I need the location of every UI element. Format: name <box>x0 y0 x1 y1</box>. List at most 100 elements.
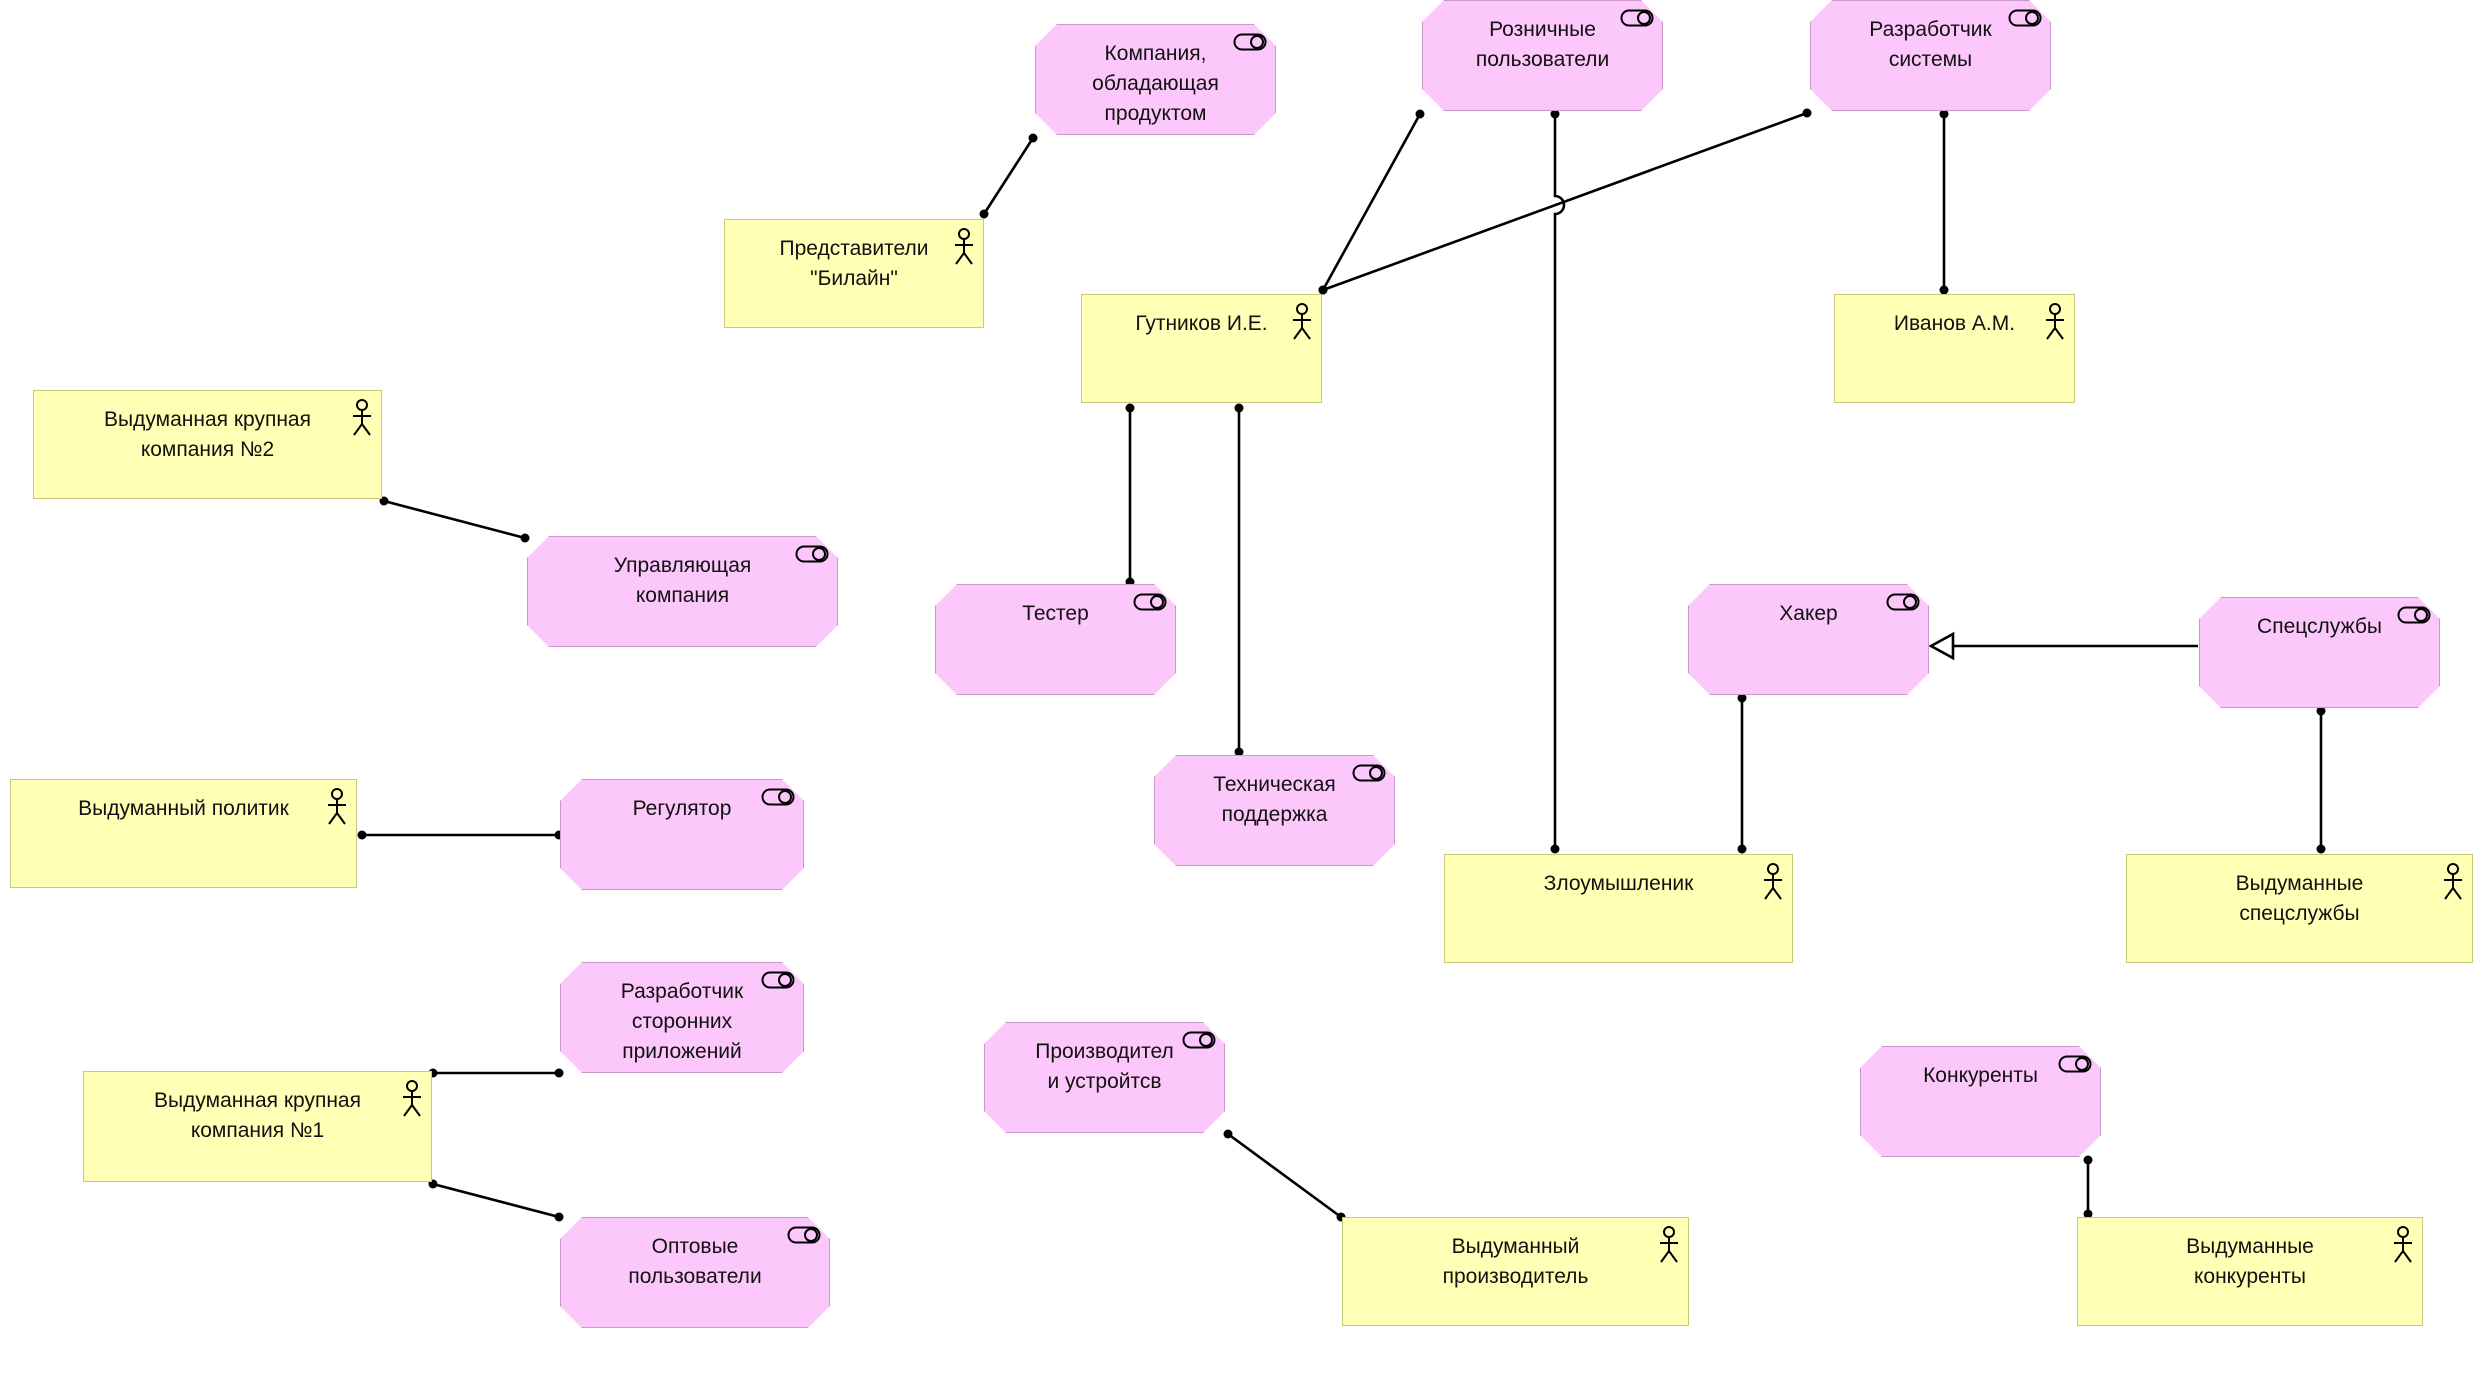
relation-assignment-intruder-to-retail_users[interactable] <box>1550 109 1566 854</box>
node-label: Розничные пользователи <box>1475 18 1610 71</box>
stick-figure-icon <box>1762 863 1784 906</box>
relation-assignment-fictional_politician-to-regulator[interactable] <box>357 830 564 840</box>
node-label: Выдуманная крупная компания №1 <box>154 1089 361 1142</box>
actor-node-fictional-big-2[interactable]: Выдуманная крупная компания №2 <box>33 390 382 499</box>
role-node-competitors[interactable]: Конкуренты <box>1860 1046 2101 1157</box>
relation-assignment-gutnikov-to-tech_support[interactable] <box>1234 403 1244 757</box>
relation-assignment-gutnikov-to-system_developer[interactable] <box>1318 108 1812 295</box>
stick-figure-icon <box>1658 1226 1680 1269</box>
actor-node-fictional-politician[interactable]: Выдуманный политик <box>10 779 357 888</box>
role-toggle-icon <box>2008 9 2042 32</box>
node-label: Выдуманные спецслужбы <box>2235 872 2364 925</box>
relation-assignment-fictional_competitors-to-competitors[interactable] <box>2083 1155 2093 1219</box>
relation-line <box>1227 1132 1342 1219</box>
node-label: Регулятор <box>632 797 732 820</box>
node-label: Хакер <box>1779 602 1838 625</box>
node-label: Представители "Билайн" <box>779 237 929 290</box>
actor-node-intruder[interactable]: Злоумышленик <box>1444 854 1793 963</box>
role-node-company-owner[interactable]: Компания, обладающая продуктом <box>1035 24 1276 135</box>
actor-node-fictional-services[interactable]: Выдуманные спецслужбы <box>2126 854 2473 963</box>
role-node-tester[interactable]: Тестер <box>935 584 1176 695</box>
node-label: Выдуманные конкуренты <box>2186 1235 2314 1288</box>
relation-assignment-beeline_reps-to-company_owner[interactable] <box>979 133 1038 219</box>
role-toggle-icon <box>761 788 795 811</box>
stick-figure-icon <box>351 399 373 442</box>
role-node-system-developer[interactable]: Разработчик системы <box>1810 0 2051 111</box>
role-toggle-icon <box>1620 9 1654 32</box>
role-node-special-services[interactable]: Спецслужбы <box>2199 597 2440 708</box>
relation-target-dot <box>1125 403 1135 413</box>
relation-line <box>1322 111 1808 292</box>
actor-node-fictional-big-1[interactable]: Выдуманная крупная компания №1 <box>83 1071 432 1182</box>
stick-figure-icon <box>326 788 348 831</box>
relation-target-dot <box>2083 1155 2093 1165</box>
role-node-retail-users[interactable]: Розничные пользователи <box>1422 0 1663 111</box>
relation-source-dot <box>1550 844 1560 854</box>
actor-node-beeline-reps[interactable]: Представители "Билайн" <box>724 219 984 328</box>
relation-assignment-ivanov-to-system_developer[interactable] <box>1939 109 1949 295</box>
relation-line <box>1321 113 1422 291</box>
node-label: Производител и устройтсв <box>1035 1040 1174 1093</box>
node-label: Спецслужбы <box>2257 615 2382 638</box>
relation-assignment-fictional_big_2-to-managing_company[interactable] <box>379 496 530 543</box>
relation-specialization-special_services-to-hacker[interactable] <box>1928 631 2198 661</box>
node-label: Управляющая компания <box>613 554 752 607</box>
role-toggle-icon <box>1133 593 1167 616</box>
role-node-third-party-dev[interactable]: Разработчик сторонних приложений <box>560 962 804 1073</box>
stick-figure-icon <box>1291 303 1313 346</box>
relation-assignment-fictional_big_1-to-third_party_dev[interactable] <box>428 1068 564 1078</box>
relation-source-dot <box>1737 844 1747 854</box>
relation-assignment-gutnikov-to-tester[interactable] <box>1125 403 1135 587</box>
stick-figure-icon <box>2044 303 2066 346</box>
node-label: Выдуманный политик <box>78 797 289 820</box>
node-label: Разработчик системы <box>1869 18 1992 71</box>
role-node-device-makers[interactable]: Производител и устройтсв <box>984 1022 1225 1133</box>
node-label: Тестер <box>1022 602 1089 625</box>
role-toggle-icon <box>2058 1055 2092 1078</box>
relation-assignment-fictional_big_1-to-wholesale_users[interactable] <box>428 1179 564 1222</box>
role-node-regulator[interactable]: Регулятор <box>560 779 804 890</box>
node-label: Оптовые пользователи <box>628 1235 762 1288</box>
relation-source-dot <box>357 830 367 840</box>
relation-target-dot <box>1028 133 1038 143</box>
relation-assignment-intruder-to-hacker[interactable] <box>1737 693 1747 854</box>
node-label: Иванов А.М. <box>1893 312 2016 335</box>
node-label: Техническая поддержка <box>1213 773 1336 826</box>
relation-assignment-gutnikov-to-retail_users[interactable] <box>1318 109 1425 295</box>
relation-assignment-fictional_services-to-special_services[interactable] <box>2316 706 2326 854</box>
relation-target-dot <box>554 1068 564 1078</box>
relation-assignment-fictional_maker-to-device_makers[interactable] <box>1223 1129 1346 1222</box>
relation-target-dot <box>554 1212 564 1222</box>
relation-line <box>432 1182 560 1219</box>
relation-source-dot <box>979 209 989 219</box>
role-node-hacker[interactable]: Хакер <box>1688 584 1929 695</box>
actor-node-fictional-maker[interactable]: Выдуманный производитель <box>1342 1217 1689 1326</box>
stick-figure-icon <box>401 1080 423 1123</box>
relation-line <box>982 137 1035 215</box>
relation-target-dot <box>1234 403 1244 413</box>
node-label: Выдуманный производитель <box>1442 1235 1589 1288</box>
role-node-tech-support[interactable]: Техническая поддержка <box>1154 755 1395 866</box>
relation-source-dot <box>2316 844 2326 854</box>
node-label: Выдуманная крупная компания №2 <box>104 408 311 461</box>
role-node-managing-company[interactable]: Управляющая компания <box>527 536 838 647</box>
actor-node-ivanov[interactable]: Иванов А.М. <box>1834 294 2075 403</box>
relation-target-dot <box>1802 108 1812 118</box>
node-label: Гутников И.Е. <box>1135 312 1268 335</box>
actor-node-fictional-competitors[interactable]: Выдуманные конкуренты <box>2077 1217 2423 1326</box>
role-toggle-icon <box>2397 606 2431 629</box>
relation-line <box>383 499 526 540</box>
role-toggle-icon <box>1352 764 1386 787</box>
node-label: Конкуренты <box>1923 1064 2038 1087</box>
stick-figure-icon <box>2442 863 2464 906</box>
stick-figure-icon <box>953 228 975 271</box>
actor-node-gutnikov[interactable]: Гутников И.Е. <box>1081 294 1322 403</box>
node-label: Разработчик сторонних приложений <box>620 980 744 1063</box>
role-toggle-icon <box>761 971 795 994</box>
relation-target-dot <box>1223 1129 1233 1139</box>
role-toggle-icon <box>1233 33 1267 56</box>
role-node-wholesale-users[interactable]: Оптовые пользователи <box>560 1217 830 1328</box>
node-label: Злоумышленик <box>1543 872 1694 895</box>
relation-target-dot <box>1415 109 1425 119</box>
